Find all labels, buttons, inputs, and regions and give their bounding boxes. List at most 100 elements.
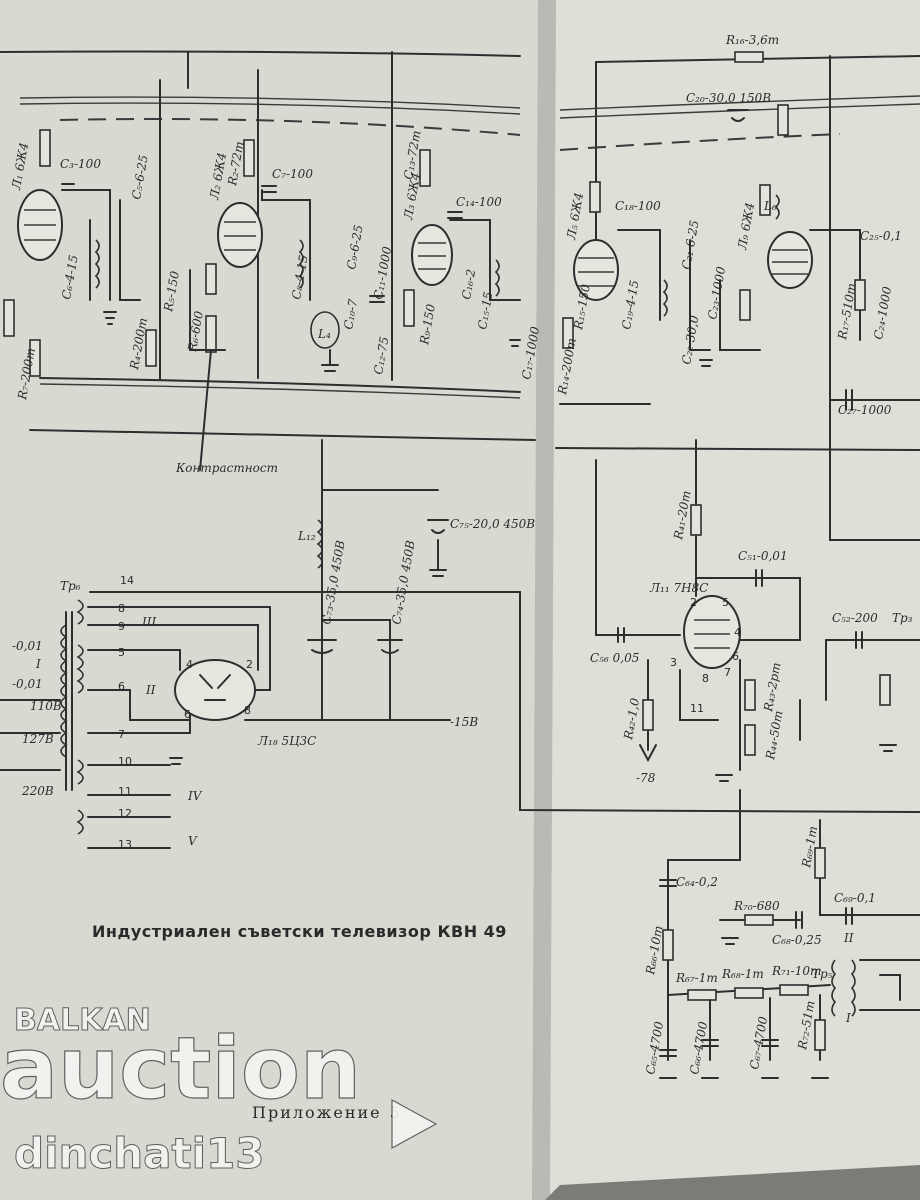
tube-grid [24,209,56,241]
ground-symbol [321,349,339,372]
resistor [403,289,415,327]
label-c12: C₁₂-75 [371,336,391,376]
pin-number: 2 [690,596,697,609]
pin-number: 12 [118,807,132,820]
right-schematic [555,51,920,1079]
wire [595,459,681,636]
capacitor-c67 [761,1039,779,1047]
wire [679,669,719,721]
shield-line-top [19,96,521,109]
heater-wires [87,764,171,849]
resistor [739,289,751,321]
dashed-tuning-line [59,118,521,136]
pin-number: 6 [732,650,739,663]
label-r68: R₆₈-1т [721,967,764,981]
pin-number: 2 [246,658,253,671]
resistor-r44 [744,724,756,756]
winding-III [76,599,84,625]
contrast-lead [199,349,212,471]
wire [449,219,521,301]
watermark-brand-top: BALKAN [14,1003,151,1038]
label-c7: C₇-100 [272,167,313,181]
label-110v: 110В [30,699,62,713]
capacitor-c69 [845,907,853,925]
label-winding-II-right: II [843,931,854,945]
label-c27: C₂₇-1000 [838,403,892,417]
bottom-rail-2 [39,383,521,399]
bus-line [555,447,920,451]
capacitor-c27 [845,389,853,411]
tube-l5 [573,239,619,301]
pin-number: 8 [118,602,125,615]
tube-l9 [767,231,813,289]
transformer-tr5-secondary [850,959,856,1017]
power-bus [89,591,920,813]
top-rail [0,50,521,57]
capacitor-c56 [617,627,625,643]
coil-l3 [298,239,304,289]
tube-grid [694,619,730,649]
resistor [39,129,51,167]
wire [189,269,226,351]
resistor [205,315,217,353]
shield-line [559,95,920,111]
capacitor [447,211,463,219]
resistor-r72 [814,1019,826,1051]
wire [695,577,801,641]
capacitor-c51 [755,569,763,587]
tube-l11 [683,595,741,669]
label-l11: Л₁₁ 7Н8С [649,581,708,595]
pin-number: 8 [244,704,251,717]
resistor [759,184,771,216]
coil-l12 [316,519,323,569]
resistor [205,263,217,295]
resistor-r68 [734,987,764,999]
resistor [562,317,574,349]
resistor-r70 [744,914,774,926]
pin-number: 5 [722,596,729,609]
label-c52: C₅₂-200 [832,611,878,625]
label-r67: R₆₇-1т [675,971,718,985]
label-c10: C₁₀-7 [341,298,360,331]
ground-symbol [509,339,521,347]
pin-number: 4 [734,626,741,639]
label-c15: C₁₅-15 [475,291,495,331]
resistor-r67 [687,989,717,1001]
cap-c73 [307,639,337,654]
label-minus15v: -15В [450,715,478,729]
label-tr5: Тр₅ [812,967,833,981]
pin-number: 14 [120,574,134,587]
resistor-r66 [662,929,674,961]
resistor [243,139,255,177]
dashed-tuning-line [559,133,841,151]
transformer-core [65,611,73,791]
wire [719,279,761,351]
capacitor [261,185,277,193]
capacitor [61,183,75,191]
output-wire [859,959,920,1011]
primary-winding [60,624,68,758]
pin-number: 4 [186,658,193,671]
label-r16: R₁₆-3,6т [725,33,779,47]
label-minus78: -78 [636,771,656,785]
label-220v: 220В [21,784,54,798]
pin-number: 11 [690,702,704,715]
pin-number: 6 [118,680,125,693]
transformer-tr5 [831,959,837,1017]
tube-l3 [411,224,453,286]
watermark-username: dinchati13 [14,1129,264,1178]
pin-number: 7 [118,728,125,741]
label-winding-I: I [35,657,41,671]
winding-II [76,644,84,694]
rectifier-elements [199,674,231,701]
label-r71: R₇₁-10т [771,964,821,978]
label-c3: C₃-100 [60,157,101,171]
label-c64: C₆₄-0,2 [676,875,718,889]
bottom-rail [39,377,521,393]
label-l18: Л₁₈ 5Ц3С [257,734,316,748]
mains-taps [0,699,61,771]
resistor [145,329,157,367]
label-winding-V: V [188,834,198,848]
resistor [419,149,431,187]
label-winding-III: III [141,615,156,629]
